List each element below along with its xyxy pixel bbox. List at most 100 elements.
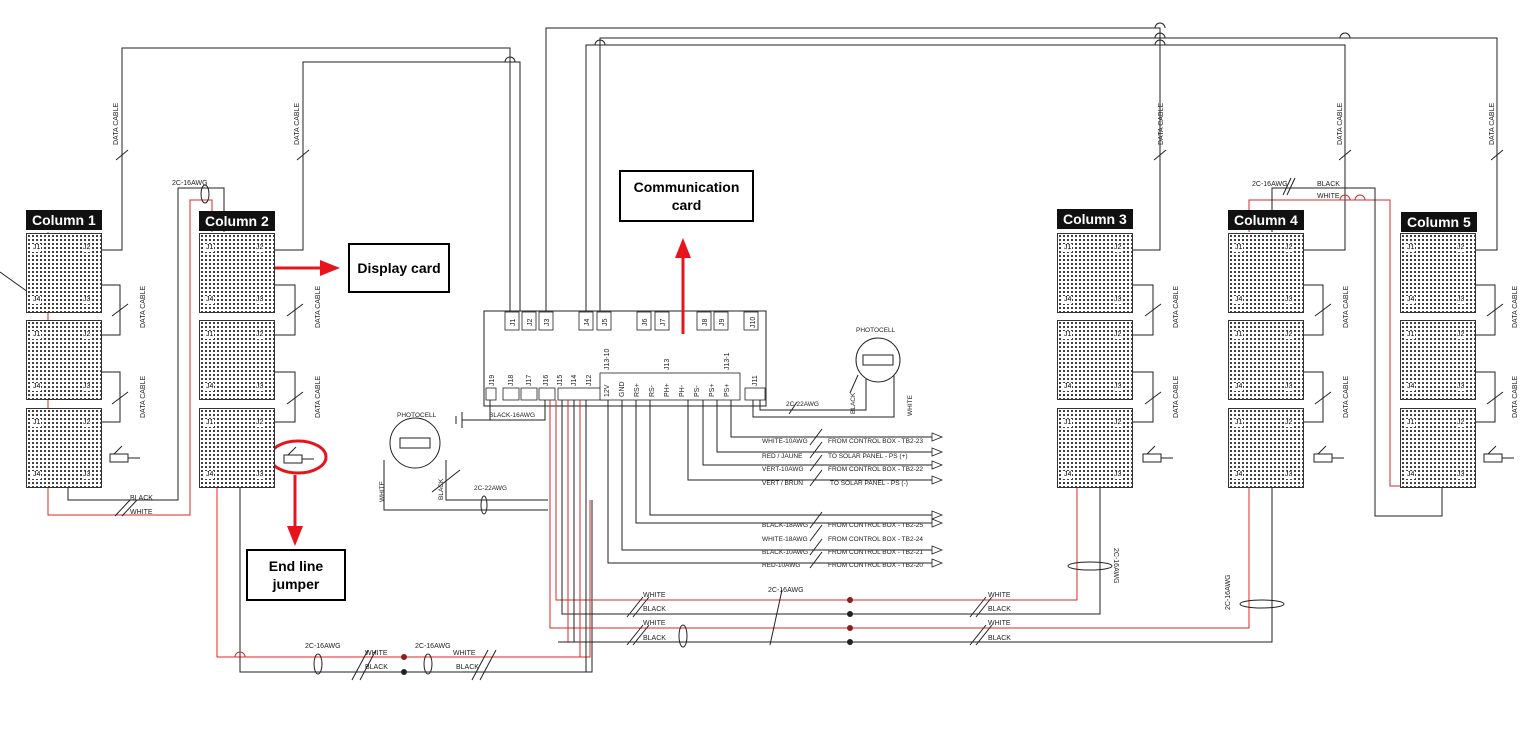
panel-connector-j4: J4 — [32, 296, 42, 304]
wire-white-label: WHITE — [365, 650, 388, 657]
cable-size-label: 2C-16AWG — [172, 180, 208, 187]
connector-j2: J2 — [527, 319, 534, 327]
communication-card-line-1: Communication — [633, 179, 740, 195]
data-cables-between-panels — [0, 271, 1504, 423]
panel-connector-j2: J2 — [1456, 419, 1466, 427]
panel-connector-j3: J3 — [1113, 471, 1123, 479]
panel-connector-j3: J3 — [1456, 296, 1466, 304]
panel-connector-j3: J3 — [1284, 471, 1294, 479]
connector-j14: J14 — [571, 375, 578, 386]
wire-terminals — [931, 432, 944, 568]
connector-j15: J15 — [557, 375, 564, 386]
wire-black-label: BLACK — [643, 606, 666, 613]
photocell-label: PHOTOCELL — [397, 412, 437, 419]
terminal-ps-plus-2: PS+ — [724, 384, 731, 397]
panel-connector-j4: J4 — [1406, 383, 1416, 391]
panel-connector-j4: J4 — [1063, 383, 1073, 391]
cable-size-label: 2C-16AWG — [415, 643, 451, 650]
display-card-callout: Display card — [348, 243, 450, 293]
wire-name: WHITE-10AWG — [762, 438, 808, 445]
cable-size-label: 2C-22AWG — [474, 485, 507, 492]
panel-connector-j3: J3 — [1284, 296, 1294, 304]
connector-j16: J16 — [543, 375, 550, 386]
cable-size-label: 2C-22AWG — [786, 401, 819, 408]
right-wiring-labels: WHITE-10AWG FROM CONTROL BOX - TB2-23 RE… — [379, 392, 923, 569]
panel-connector-j3: J3 — [1113, 383, 1123, 391]
panel-connector-j3: J3 — [82, 383, 92, 391]
panel-connector-j3: J3 — [82, 296, 92, 304]
communication-card-callout: Communication card — [619, 170, 754, 222]
panel-connector-j1: J1 — [32, 331, 42, 339]
panel-connector-j4: J4 — [1063, 296, 1073, 304]
panel-connector-j2: J2 — [1284, 331, 1294, 339]
panel-connector-j1: J1 — [1406, 331, 1416, 339]
panel-connector-j2: J2 — [1113, 419, 1123, 427]
panel-connector-j1: J1 — [205, 244, 215, 252]
callout-arrows — [238, 238, 691, 546]
panel-connector-j4: J4 — [205, 296, 215, 304]
column-5-label: Column 5 — [1401, 212, 1477, 232]
wire-white-label: WHITE — [1317, 193, 1340, 200]
panel-connector-j1: J1 — [1406, 244, 1416, 252]
panel-connector-j3: J3 — [1456, 471, 1466, 479]
end-line-jumper-line-1: End line — [268, 558, 324, 574]
wire-black-label: BLACK — [130, 495, 153, 502]
wire-name: BLACK-18AWG — [762, 522, 808, 529]
board-bottom-terminals — [485, 372, 766, 401]
panel-connector-j4: J4 — [1234, 471, 1244, 479]
wire-white-label: WHITE — [379, 480, 386, 502]
cable-size-label: 2C-16AWG — [305, 643, 341, 650]
column-4-label: Column 4 — [1228, 210, 1304, 230]
board-top-connectors — [504, 311, 759, 331]
communication-card-line-2: card — [671, 197, 702, 213]
panel-connector-j1: J1 — [1234, 331, 1244, 339]
data-cable-label: DATA CABLE — [1158, 103, 1165, 145]
connector-j18: J18 — [508, 375, 515, 386]
panel-connector-j1: J1 — [1406, 419, 1416, 427]
data-cable-label: DATA CABLE — [1173, 286, 1180, 328]
wire-destination: TO SOLAR PANEL - PS (+) — [828, 453, 908, 460]
data-cables-top — [100, 22, 1504, 312]
wire-black-label: BLACK — [988, 635, 1011, 642]
panel-connector-j1: J1 — [32, 419, 42, 427]
panel-connector-j4: J4 — [1406, 471, 1416, 479]
wire-destination: FROM CONTROL BOX - TB2-21 — [828, 549, 923, 556]
panel-connector-j2: J2 — [1456, 244, 1466, 252]
panel-connector-j2: J2 — [82, 419, 92, 427]
connector-j4: J4 — [584, 319, 591, 327]
terminal-ps-plus: PS+ — [709, 384, 716, 397]
panel-connector-j4: J4 — [1234, 383, 1244, 391]
panel-connector-j4: J4 — [32, 471, 42, 479]
connector-j5: J5 — [602, 319, 609, 327]
panel-connector-j2: J2 — [255, 244, 265, 252]
wire-white-label: WHITE — [907, 394, 914, 416]
terminal-gnd: GND — [619, 381, 626, 397]
data-cable-label: DATA CABLE — [1343, 286, 1350, 328]
wire-black-label: BLACK — [643, 635, 666, 642]
data-cable-label: DATA CABLE — [140, 286, 147, 328]
wire-white-label: WHITE — [643, 620, 666, 627]
wire-white-label: WHITE — [643, 592, 666, 599]
panel-connector-j1: J1 — [32, 244, 42, 252]
wire-destination: FROM CONTROL BOX - TB2-20 — [828, 562, 923, 569]
data-cable-label: DATA CABLE — [140, 376, 147, 418]
data-cable-label: DATA CABLE — [315, 376, 322, 418]
connector-j17: J17 — [526, 375, 533, 386]
panel-connector-j4: J4 — [32, 383, 42, 391]
panel-connector-j1: J1 — [1234, 244, 1244, 252]
wire-black-label: BLACK — [988, 606, 1011, 613]
connector-j3: J3 — [544, 319, 551, 327]
end-line-jumper-line-2: jumper — [272, 576, 320, 592]
panel-connector-j3: J3 — [255, 471, 265, 479]
feeds-right-labels: WHITE BLACK WHITE BLACK WHITE BLACK WHIT… — [643, 181, 1340, 642]
panel-connector-j1: J1 — [205, 419, 215, 427]
data-cable-label: DATA CABLE — [315, 286, 322, 328]
panel-connector-j2: J2 — [82, 331, 92, 339]
group-j13: J13 — [664, 359, 671, 370]
control-board: J1 J2 J3 J4 J5 J6 J7 J8 J9 J10 J19 J18 J… — [483, 310, 767, 407]
data-cable-label: DATA CABLE — [1337, 103, 1344, 145]
